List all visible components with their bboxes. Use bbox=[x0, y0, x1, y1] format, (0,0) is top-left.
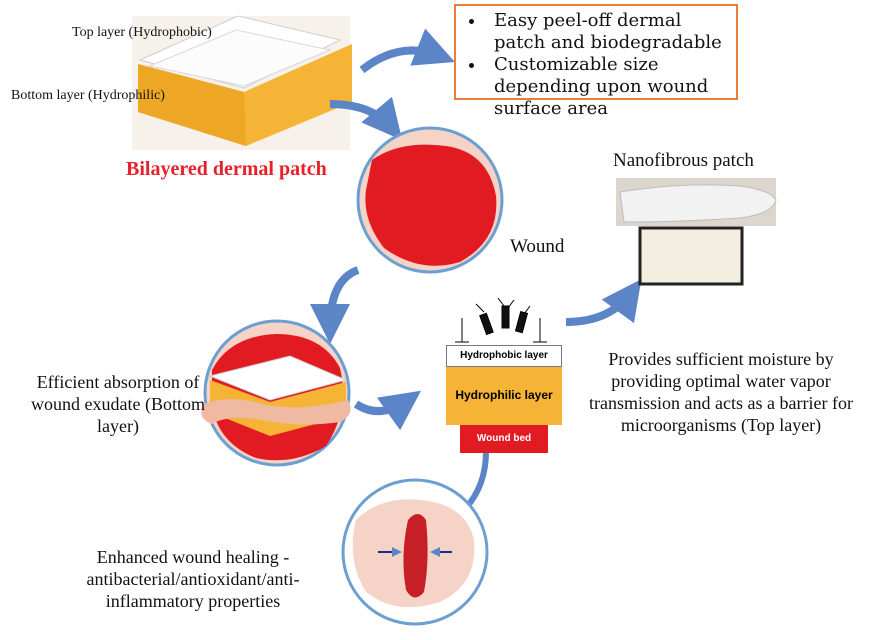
feature-item: Customizable size depending upon wound s… bbox=[486, 54, 728, 120]
moisture-label: Provides sufficient moisture by providin… bbox=[589, 349, 853, 435]
arrow-to-layers bbox=[353, 390, 422, 431]
bacteria-cluster bbox=[455, 297, 547, 343]
wound-bed: Wound bed bbox=[460, 425, 548, 453]
feature-item: Easy peel-off dermal patch and biodegrad… bbox=[486, 10, 728, 54]
arrow-to-nanofibrous bbox=[565, 279, 642, 326]
wound-circle bbox=[356, 126, 504, 274]
layer-stack: Hydrophobic layer Hydrophilic layer Woun… bbox=[446, 345, 562, 453]
healing-label: Enhanced wound healing - antibacterial/a… bbox=[86, 547, 300, 611]
nanofibrous-photo bbox=[616, 178, 777, 286]
arrow-to-absorption bbox=[310, 266, 360, 344]
absorption-circle bbox=[201, 319, 351, 467]
bilayered-patch-image bbox=[132, 15, 352, 150]
absorption-label: Efficient absorption of wound exudate (B… bbox=[31, 372, 205, 436]
bilayered-patch-title: Bilayered dermal patch bbox=[126, 158, 327, 180]
bottom-layer-label: Bottom layer (Hydrophilic) bbox=[11, 88, 165, 103]
arrow-to-wound bbox=[329, 96, 403, 141]
nanofibrous-label: Nanofibrous patch bbox=[613, 150, 754, 171]
healing-circle bbox=[341, 478, 489, 626]
wound-label: Wound bbox=[510, 236, 565, 257]
top-layer-label: Top layer (Hydrophobic) bbox=[72, 25, 212, 40]
hydrophilic-layer: Hydrophilic layer bbox=[446, 367, 562, 425]
features-list: Easy peel-off dermal patch and biodegrad… bbox=[464, 10, 728, 120]
arrow-to-features bbox=[359, 28, 455, 74]
hydrophobic-layer: Hydrophobic layer bbox=[446, 345, 562, 367]
features-box: Easy peel-off dermal patch and biodegrad… bbox=[454, 4, 738, 119]
